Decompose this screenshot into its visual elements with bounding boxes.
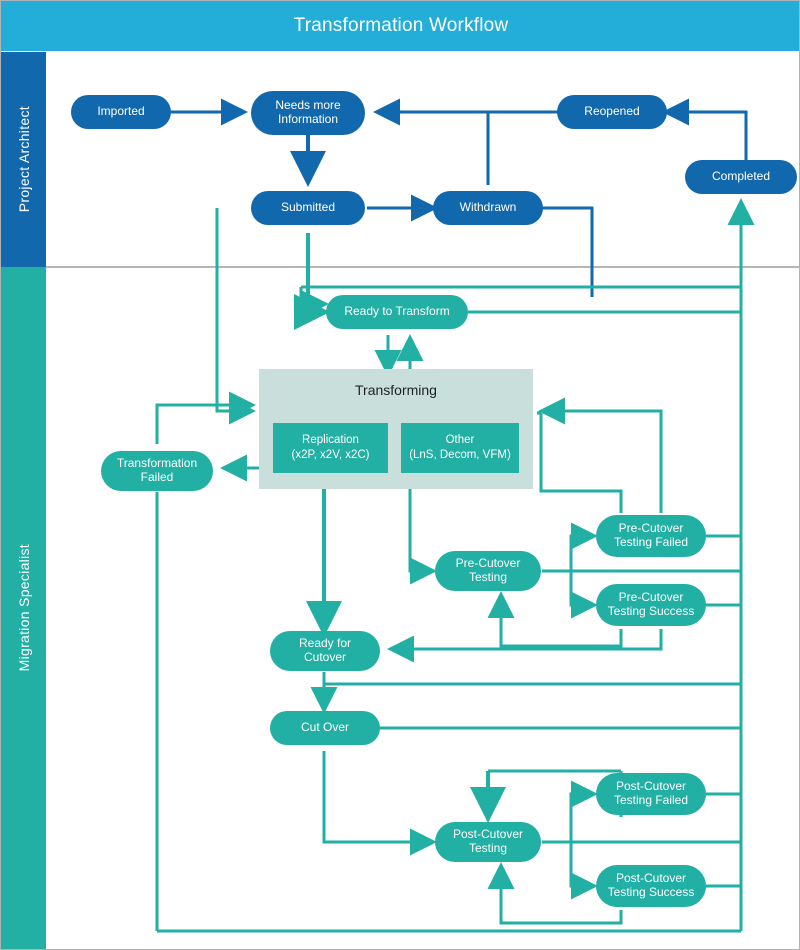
swimlane-divider [46, 266, 799, 268]
edge-retry-pre-cutover-testing [487, 591, 623, 648]
node-withdrawn[interactable]: Withdrawn [433, 191, 543, 225]
node-post-cutover-testing-failed[interactable]: Post-Cutover Testing Failed [596, 773, 706, 815]
edge-withdrawn-to-needs-more-info [373, 98, 490, 185]
edge-transformation-failed-to-transforming [155, 391, 256, 444]
node-reopened-label: Reopened [584, 104, 640, 119]
node-ready-for-cutover-label-line2: Cutover [303, 650, 347, 664]
node-needs-more-information-label-line1: Needs more [275, 98, 341, 113]
node-completed-label: Completed [711, 169, 771, 184]
group-transforming-title: Transforming [355, 382, 437, 398]
node-reopened[interactable]: Reopened [557, 95, 667, 129]
node-post-cutover-testing-success[interactable]: Post-Cutover Testing Success [596, 865, 706, 907]
node-post-cutover-testing-failed-label-line2: Testing Failed [613, 793, 689, 807]
node-replication[interactable]: Replication (x2P, x2V, x2C) [273, 423, 388, 473]
node-completed[interactable]: Completed [685, 160, 797, 194]
node-withdrawn-label: Withdrawn [459, 200, 517, 215]
node-replication-label-line2: (x2P, x2V, x2C) [291, 449, 370, 461]
node-needs-more-information[interactable]: Needs more Information [251, 91, 365, 135]
edge-cut-over-to-post-cutover-testing [322, 751, 437, 856]
node-submitted[interactable]: Submitted [251, 191, 365, 225]
node-replication-label-line1: Replication [302, 434, 359, 447]
edge-post-cutover-to-failed [569, 780, 598, 842]
node-cut-over[interactable]: Cut Over [270, 711, 380, 745]
edge-pre-cutover-failed-to-transforming [538, 397, 663, 513]
node-other-label-line2: (LnS, Decom, VFM) [409, 449, 511, 461]
node-post-cutover-testing[interactable]: Post-Cutover Testing [435, 822, 541, 862]
group-transforming: Transforming Replication (x2P, x2V, x2C)… [259, 369, 533, 489]
node-post-cutover-testing-success-label-line1: Post-Cutover [615, 871, 687, 886]
node-pre-cutover-testing-failed[interactable]: Pre-Cutover Testing Failed [596, 515, 706, 557]
edge-pre-cutover-failed-up [539, 413, 623, 513]
blue-connectors [171, 98, 748, 297]
node-transformation-failed-label-line2: Failed [140, 470, 174, 484]
node-ready-for-cutover[interactable]: Ready for Cutover [270, 631, 380, 671]
edge-completed-to-reopened [662, 98, 748, 175]
node-pre-cutover-testing-failed-label-line2: Testing Failed [613, 535, 689, 549]
node-other-label-line1: Other [445, 434, 475, 447]
node-transformation-failed[interactable]: Transformation Failed [101, 451, 213, 491]
edge-pre-cutover-success-to-ready-for-cutover [387, 629, 663, 663]
edge-submitted-rail-to-transforming [215, 208, 256, 425]
node-needs-more-information-label-line2: Information [277, 112, 339, 126]
edge-retry-post-cutover-testing [487, 862, 623, 925]
node-pre-cutover-testing-label-line1: Pre-Cutover [455, 556, 521, 571]
teal-connectors [155, 198, 755, 933]
page-title: Transformation Workflow [293, 15, 509, 36]
node-post-cutover-testing-label-line1: Post-Cutover [452, 827, 524, 842]
node-pre-cutover-testing-label-line2: Testing [468, 570, 508, 584]
swimlane-project-architect: Project Architect [1, 52, 46, 267]
edge-submitted-to-ready-to-transform [294, 233, 330, 330]
swimlane-migration-specialist: Migration Specialist [1, 267, 46, 949]
node-pre-cutover-testing-success-label-line2: Testing Success [607, 604, 695, 618]
node-pre-cutover-testing-success[interactable]: Pre-Cutover Testing Success [596, 584, 706, 626]
node-ready-for-cutover-label-line1: Ready for [298, 636, 352, 651]
node-imported[interactable]: Imported [71, 95, 171, 129]
node-pre-cutover-testing[interactable]: Pre-Cutover Testing [435, 551, 541, 591]
node-post-cutover-testing-success-label-line2: Testing Success [607, 885, 695, 899]
edge-pre-cutover-to-success [569, 571, 598, 619]
node-ready-to-transform-label: Ready to Transform [344, 304, 450, 319]
node-submitted-label: Submitted [280, 200, 336, 215]
edge-bus-into-ready-to-transform [299, 287, 329, 318]
node-pre-cutover-testing-failed-label-line1: Pre-Cutover [618, 521, 684, 536]
node-imported-label: Imported [97, 104, 145, 119]
edge-post-cutover-to-success [569, 842, 598, 900]
edge-pre-cutover-to-failed [569, 522, 598, 571]
edge-transforming-to-pre-cutover-testing [408, 489, 437, 585]
node-post-cutover-testing-failed-label-line1: Post-Cutover [615, 779, 687, 794]
node-ready-to-transform[interactable]: Ready to Transform [326, 295, 468, 329]
node-cut-over-label: Cut Over [300, 720, 349, 735]
page-header: Transformation Workflow [1, 1, 799, 51]
node-transformation-failed-label-line1: Transformation [116, 456, 198, 471]
node-other[interactable]: Other (LnS, Decom, VFM) [401, 423, 519, 473]
node-post-cutover-testing-label-line2: Testing [468, 841, 508, 855]
node-pre-cutover-testing-success-label-line1: Pre-Cutover [618, 590, 684, 605]
